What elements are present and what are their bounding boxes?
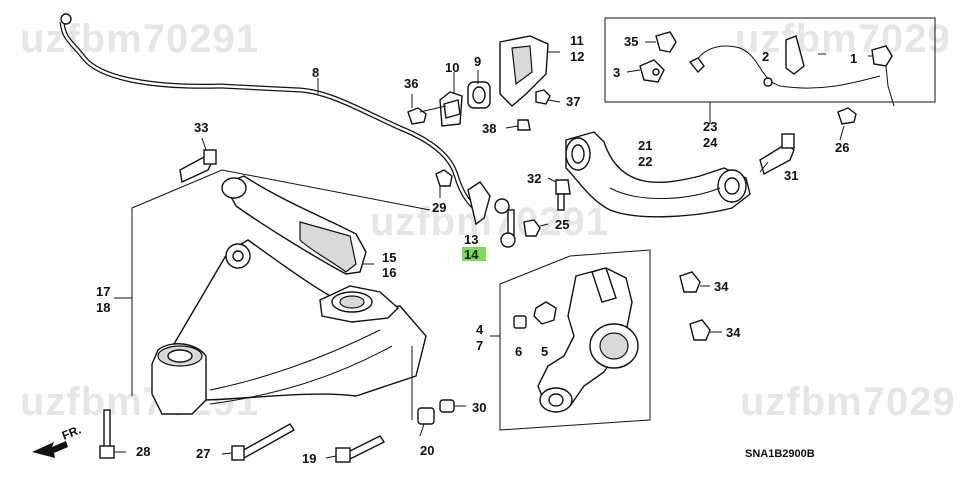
- lower-arm-assembly: [99, 149, 427, 461]
- callout-38: 38: [482, 121, 496, 136]
- front-label: FR.: [60, 423, 83, 443]
- lower-arm-group-box-top: [131, 169, 431, 211]
- diagram-code: SNA1B2900B: [745, 448, 815, 460]
- leader-line: [839, 125, 845, 141]
- callout-1: 1: [850, 51, 857, 66]
- callout-19: 19: [302, 451, 316, 466]
- leader-line: [221, 452, 233, 455]
- callout-6: 6: [515, 344, 522, 359]
- watermark-text: uzfbm70291: [20, 17, 259, 61]
- rear-knuckle-assembly: [513, 267, 711, 413]
- callout-21: 21: [638, 138, 652, 153]
- callout-7: 7: [476, 338, 483, 353]
- callout-26: 26: [835, 140, 849, 155]
- stabilizer-link: [435, 169, 541, 248]
- callout-27: 27: [196, 446, 210, 461]
- callout-15: 15: [382, 250, 396, 265]
- callout-3: 3: [613, 65, 620, 80]
- callout-32: 32: [527, 171, 541, 186]
- watermark-text: uzfbm7029: [740, 380, 956, 424]
- callout-23: 23: [703, 119, 717, 134]
- leader-line: [539, 223, 549, 227]
- callout-18: 18: [96, 300, 110, 315]
- callout-37: 37: [566, 94, 580, 109]
- callout-31: 31: [784, 168, 798, 183]
- highlight-marker: [462, 247, 486, 261]
- callout-8: 8: [312, 65, 319, 80]
- callout-9: 9: [474, 54, 481, 69]
- callout-28: 28: [136, 444, 150, 459]
- callout-29: 29: [432, 200, 446, 215]
- abs-sensor-group-box: [604, 17, 936, 103]
- callout-10: 10: [445, 60, 459, 75]
- callout-17: 17: [96, 284, 110, 299]
- callout-4: 4: [476, 322, 484, 337]
- leader-line: [547, 177, 557, 183]
- callout-16: 16: [382, 265, 396, 280]
- upper-arm: [555, 131, 795, 218]
- front-direction-arrow-icon: [32, 441, 68, 458]
- leader-line: [759, 161, 769, 173]
- callout-34-upper: 34: [714, 279, 729, 294]
- leader-line: [547, 99, 561, 103]
- knuckle-group-box: [499, 249, 651, 431]
- callout-13: 13: [464, 232, 478, 247]
- callout-labels: 1 2 3 4 5 6 7 8 9 10 11 12 13 14 15 16 1…: [96, 33, 857, 466]
- watermark-text: uzfbm70291: [370, 200, 609, 244]
- stabilizer-holder-assembly: [407, 35, 551, 131]
- callout-14-highlighted: 14: [464, 247, 479, 262]
- leader-line: [325, 455, 337, 459]
- callout-24: 24: [703, 135, 718, 150]
- callout-22: 22: [638, 154, 652, 169]
- callout-33: 33: [194, 120, 208, 135]
- leader-line: [505, 125, 519, 129]
- stabilizer-bar: [59, 13, 491, 226]
- callout-35: 35: [624, 34, 638, 49]
- leader-line: [626, 69, 641, 73]
- abs-sensor-assembly: [639, 31, 895, 125]
- leader-line: [419, 423, 425, 437]
- callout-36: 36: [404, 76, 418, 91]
- watermark-text: uzfbm7029: [735, 17, 951, 61]
- bolt-group-lower: [335, 346, 455, 463]
- callout-30: 30: [472, 400, 486, 415]
- callout-11: 11: [570, 33, 584, 48]
- callout-5: 5: [541, 344, 548, 359]
- callout-12: 12: [570, 49, 584, 64]
- callout-25: 25: [555, 217, 569, 232]
- leader-line: [201, 137, 207, 151]
- callout-2: 2: [762, 49, 769, 64]
- callout-34-lower: 34: [726, 325, 741, 340]
- callout-20: 20: [420, 443, 434, 458]
